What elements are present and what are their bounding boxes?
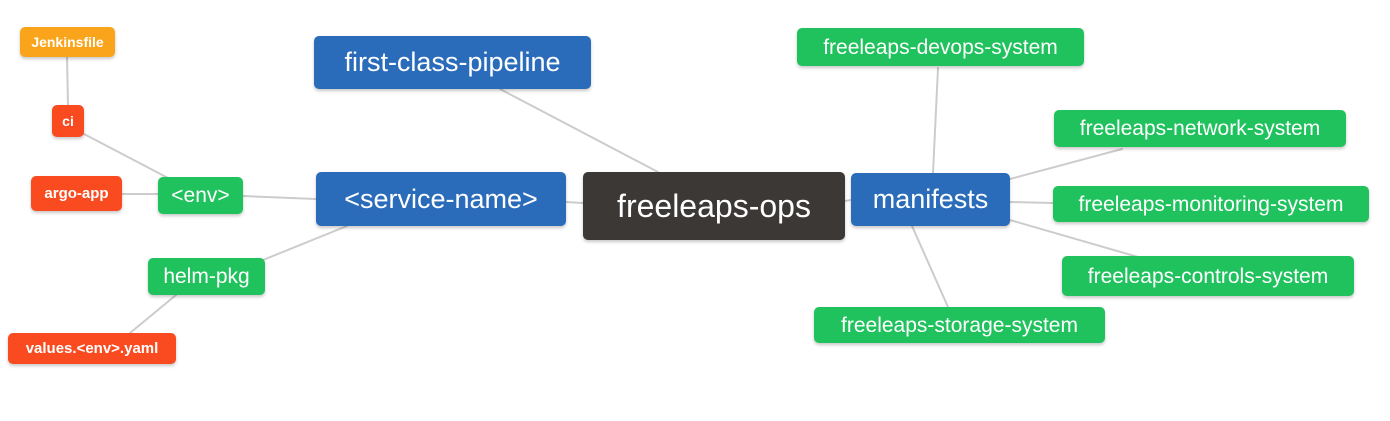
node-freeleaps-ops[interactable]: freeleaps-ops xyxy=(583,172,845,240)
edge-manifests-to-freeleaps-monitoring-system xyxy=(1009,201,1054,204)
edge-manifests-to-freeleaps-network-system xyxy=(1009,148,1123,180)
edge-service-name-to-helm-pkg xyxy=(262,225,348,261)
node-freeleaps-controls-system[interactable]: freeleaps-controls-system xyxy=(1062,256,1354,296)
node-helm-pkg[interactable]: helm-pkg xyxy=(148,258,265,295)
node-freeleaps-storage-system[interactable]: freeleaps-storage-system xyxy=(814,307,1105,343)
node-first-class-pipeline[interactable]: first-class-pipeline xyxy=(314,36,591,89)
node-env[interactable]: <env> xyxy=(158,177,243,214)
edge-ci-to-env xyxy=(83,133,169,179)
edge-manifests-to-freeleaps-devops-system xyxy=(932,67,939,174)
edge-first-class-pipeline-to-freeleaps-ops xyxy=(499,88,659,173)
node-argo-app[interactable]: argo-app xyxy=(31,176,122,211)
edge-env-to-service-name xyxy=(242,195,317,200)
node-freeleaps-monitoring-system[interactable]: freeleaps-monitoring-system xyxy=(1053,186,1369,222)
edge-manifests-to-freeleaps-controls-system xyxy=(1009,219,1139,258)
node-service-name[interactable]: <service-name> xyxy=(316,172,566,226)
node-ci[interactable]: ci xyxy=(52,105,84,137)
edge-freeleaps-ops-to-manifests xyxy=(844,199,852,202)
node-manifests[interactable]: manifests xyxy=(851,173,1010,226)
edge-jenkinsfile-to-ci xyxy=(66,56,69,106)
node-jenkinsfile[interactable]: Jenkinsfile xyxy=(20,27,115,57)
node-freeleaps-network-system[interactable]: freeleaps-network-system xyxy=(1054,110,1346,147)
edge-service-name-to-freeleaps-ops xyxy=(565,201,584,204)
node-values-env-yaml[interactable]: values.<env>.yaml xyxy=(8,333,176,364)
node-freeleaps-devops-system[interactable]: freeleaps-devops-system xyxy=(797,28,1084,66)
edge-helm-pkg-to-values-env-yaml xyxy=(129,294,177,334)
edge-manifests-to-freeleaps-storage-system xyxy=(911,225,949,308)
